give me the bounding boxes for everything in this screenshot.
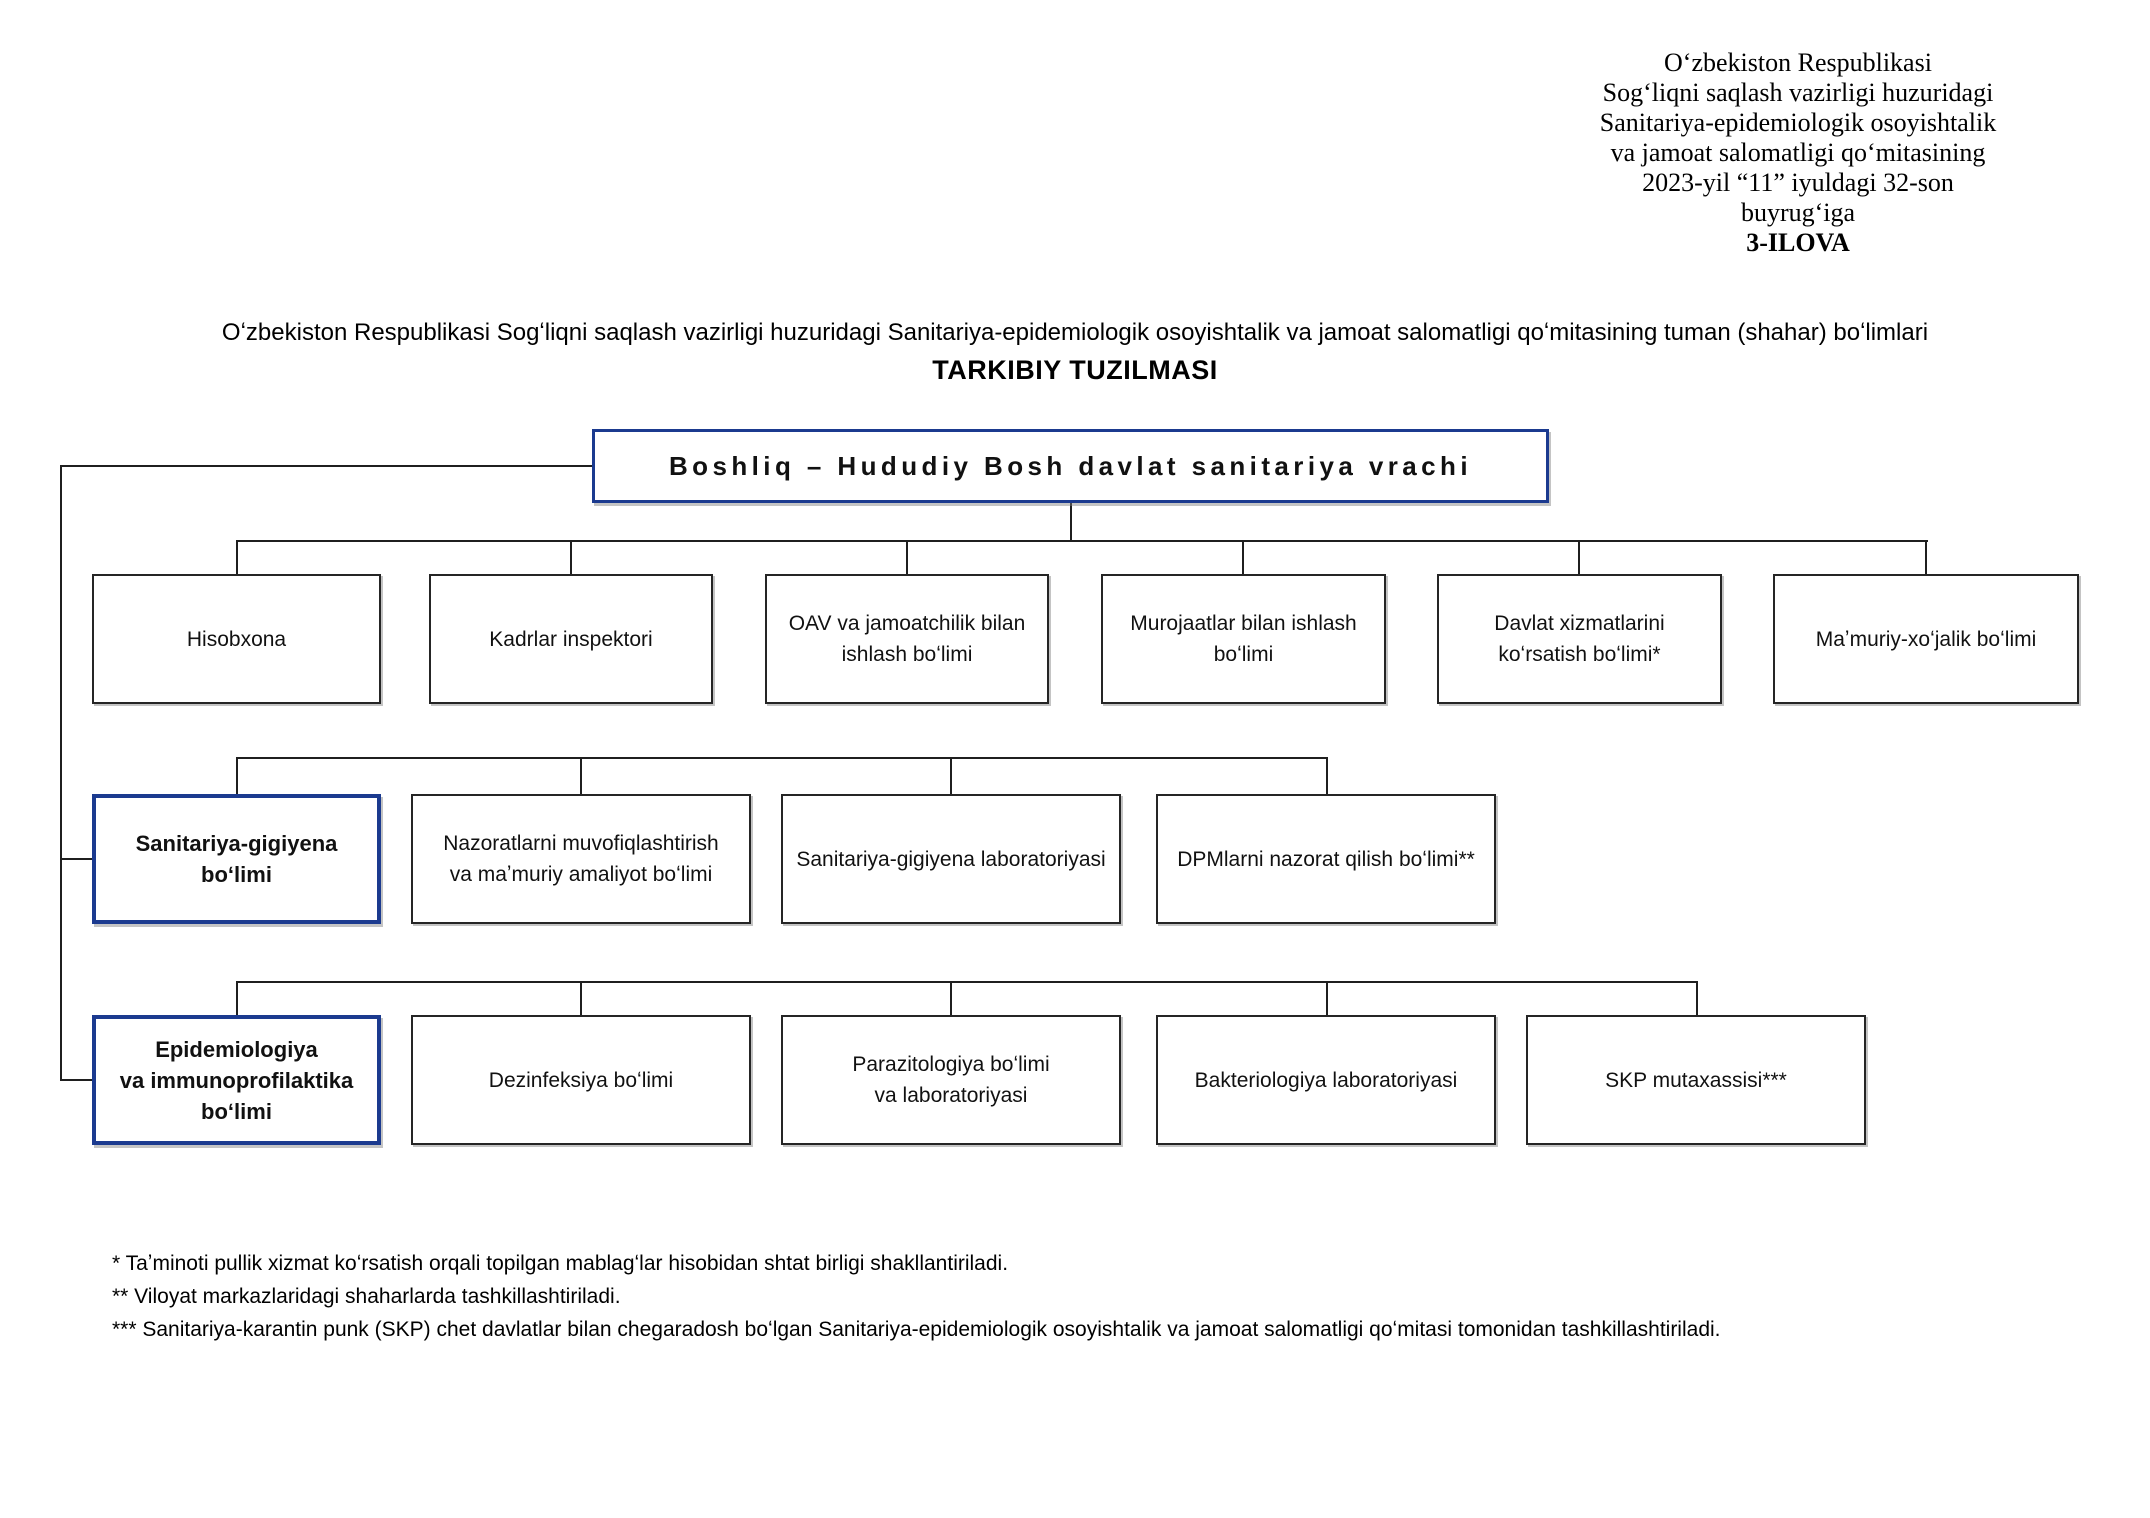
decree-note-line: Sanitariya-epidemiologik osoyishtalik [1599, 108, 1997, 137]
connector [60, 1079, 94, 1081]
box-kadrlar-inspektori: Kadrlar inspektori [429, 574, 713, 704]
appendix-label: 3-ILOVA [1746, 228, 1850, 257]
connector [950, 981, 952, 1015]
box-parazitologiya: Parazitologiya boʻlimi va laboratoriyasi [781, 1015, 1121, 1145]
decree-note-line: Oʻzbekiston Respublikasi [1664, 48, 1932, 77]
page-title: Oʻzbekiston Respublikasi Sogʻliqni saqla… [40, 318, 2110, 386]
box-mamuriy-xojalik: Maʼmuriy-xoʻjalik boʻlimi [1773, 574, 2079, 704]
box-hisobxona: Hisobxona [92, 574, 381, 704]
footnote-1: * Taʼminoti pullik xizmat koʻrsatish orq… [112, 1252, 1009, 1275]
footnote-3: *** Sanitariya-karantin punk (SKP) chet … [112, 1318, 1721, 1341]
connector [570, 540, 572, 574]
box-epidemiologiya-bolimi: Epidemiologiya va immunoprofilaktika boʻ… [92, 1015, 381, 1145]
page-title-line2: TARKIBIY TUZILMASI [932, 355, 1218, 385]
box-murojaatlar: Murojaatlar bilan ishlash boʻlimi [1101, 574, 1386, 704]
connector [236, 540, 1928, 542]
connector [60, 858, 94, 860]
decree-note-line: buyrugʻiga [1740, 198, 1856, 227]
box-davlat-xizmatlari: Davlat xizmatlarini koʻrsatish boʻlimi* [1437, 574, 1722, 704]
connector [1242, 540, 1244, 574]
connector [580, 981, 582, 1015]
decree-note-line: 2023-yil “11” iyuldagi 32-son [1642, 168, 1954, 197]
box-nazoratlarni-muvofiqlashtirish: Nazoratlarni muvofiqlashtirish va maʼmur… [411, 794, 751, 924]
connector [1578, 540, 1580, 574]
box-dpm-nazorat: DPMlarni nazorat qilish boʻlimi** [1156, 794, 1496, 924]
page-title-line1: Oʻzbekiston Respublikasi Sogʻliqni saqla… [221, 319, 1929, 346]
box-skp-mutaxassisi: SKP mutaxassisi*** [1526, 1015, 1866, 1145]
connector [236, 540, 238, 574]
connector [60, 465, 62, 1081]
connector [950, 757, 952, 794]
footnotes: * Taʼminoti pullik xizmat koʻrsatish orq… [112, 1247, 2090, 1346]
decree-note: Oʻzbekiston Respublikasi Sogʻliqni saqla… [1498, 48, 2098, 258]
connector [236, 981, 238, 1015]
connector [236, 757, 1328, 759]
connector [1326, 757, 1328, 794]
connector [906, 540, 908, 574]
connector [1070, 503, 1072, 541]
connector [236, 981, 1698, 983]
box-sanitariya-gigiyena-bolimi: Sanitariya-gigiyena boʻlimi [92, 794, 381, 924]
box-dezinfeksiya: Dezinfeksiya boʻlimi [411, 1015, 751, 1145]
decree-note-line: Sogʻliqni saqlash vazirligi huzuridagi [1602, 78, 1994, 107]
connector [1925, 540, 1927, 574]
connector [60, 465, 592, 467]
connector [236, 757, 238, 794]
connector [1326, 981, 1328, 1015]
decree-note-line: va jamoat salomatligi qoʻmitasining [1610, 138, 1986, 167]
box-sanitariya-gigiyena-laboratoriyasi: Sanitariya-gigiyena laboratoriyasi [781, 794, 1121, 924]
box-oav-jamoatchilik: OAV va jamoatchilik bilan ishlash boʻlim… [765, 574, 1049, 704]
connector [580, 757, 582, 794]
connector [1696, 981, 1698, 1015]
footnote-2: ** Viloyat markazlaridagi shaharlarda ta… [112, 1285, 621, 1308]
box-bakteriologiya-laboratoriyasi: Bakteriologiya laboratoriyasi [1156, 1015, 1496, 1145]
box-boshliq-root: Boshliq – Hududiy Bosh davlat sanitariya… [592, 429, 1549, 503]
